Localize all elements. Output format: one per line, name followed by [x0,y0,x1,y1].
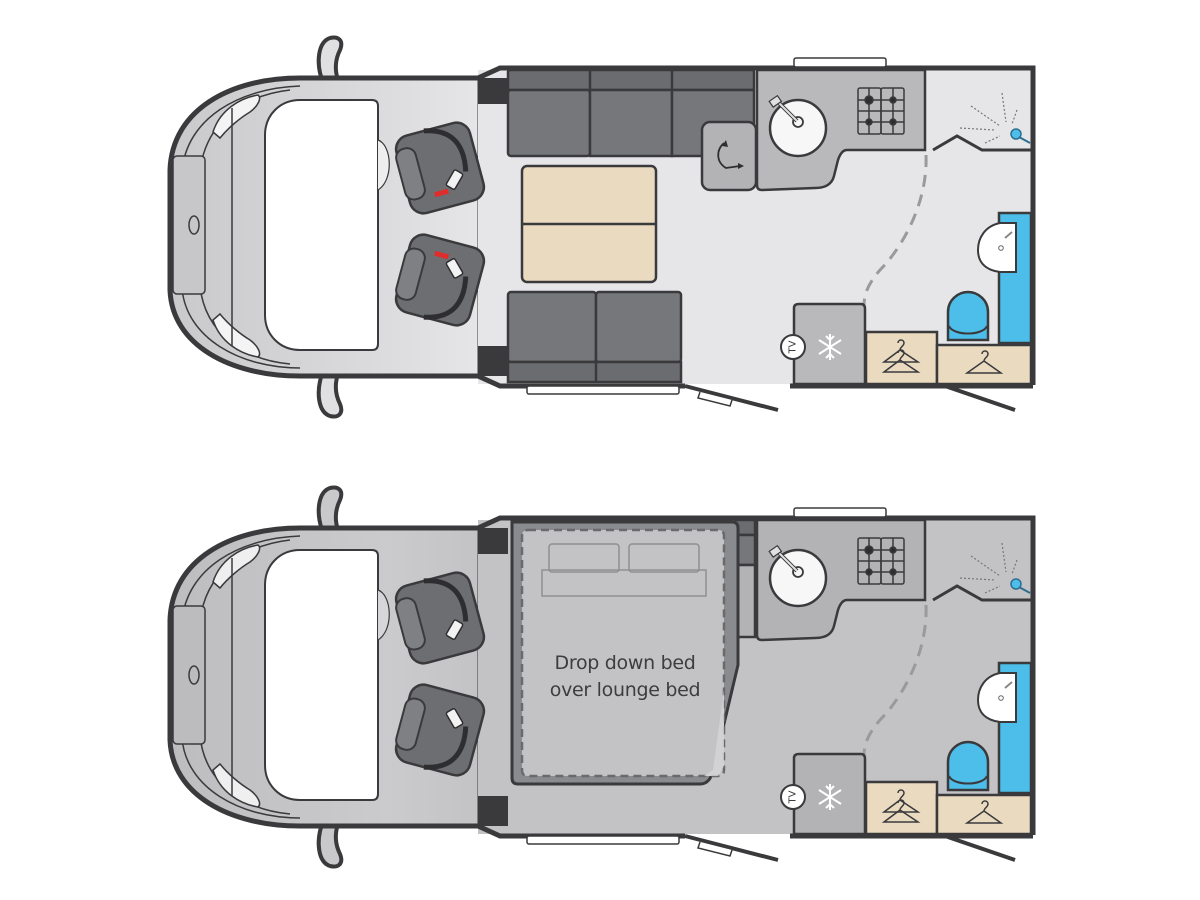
gas-hob-icon [857,537,905,585]
round-sink-icon [768,98,828,158]
swivel-seat [700,120,758,192]
mirror-icon [316,35,344,419]
toilet-icon [946,290,990,342]
kitchen-worktop [755,518,927,642]
kitchen-worktop [755,68,927,192]
drop-down-bed [510,520,740,786]
window-icon [526,835,680,845]
cab [167,525,483,829]
cab-seat-driver [394,121,486,215]
coat-hanger-icon [881,789,1004,824]
round-sink-icon [768,548,828,608]
cab-seat-driver [394,571,486,665]
floorplan-day-drawing: TV [167,35,1036,419]
tv-badge [780,334,806,360]
toilet-icon [946,740,990,792]
tv-badge [780,784,806,810]
snowflake-icon [818,334,842,360]
floorplan-night: TV Drop down bed over lounge bed [0,450,1200,900]
window-icon [526,385,680,395]
cab-seat-passenger [394,233,486,327]
mirror-icon [316,485,344,869]
fridge: TV [780,752,867,836]
wall-pillar [478,528,508,554]
entrance-door [684,834,779,862]
window-icon [793,57,887,68]
wardrobe [864,780,1033,836]
lounge-seat-bottom [506,290,683,384]
gas-hob-icon [857,87,905,135]
tv-label: TV [788,790,799,804]
wash-basin-icon [976,222,1017,273]
wall-pillar [478,78,508,104]
bed-label-line2: over lounge bed [549,679,701,701]
shower [924,520,1031,602]
coat-hanger-icon [881,339,1004,374]
shower-head-icon [1010,578,1022,590]
floorplan-day: TV [167,35,1036,419]
lounge-table [520,164,658,284]
wardrobe [864,330,1033,386]
washroom-door [944,384,1016,412]
shower-head-icon [1010,128,1022,140]
floorplan-night-drawing: TV [167,485,1036,869]
tv-label: TV [788,340,799,354]
wall-pillar [478,346,508,376]
bed-label: Drop down bed over lounge bed [520,650,730,704]
pillow-icon [541,543,707,597]
window-icon [793,507,887,518]
cab [167,75,483,379]
wall-pillar [478,796,508,826]
bed-label-line1: Drop down bed [554,652,696,674]
entrance-door [684,384,779,412]
snowflake-icon [818,784,842,810]
washroom-door [944,834,1016,862]
fridge: TV [780,302,867,386]
cab-seat-passenger [394,683,486,777]
swivel-arrow-icon [717,142,741,169]
shower [924,70,1031,152]
wash-basin-icon [976,672,1017,723]
